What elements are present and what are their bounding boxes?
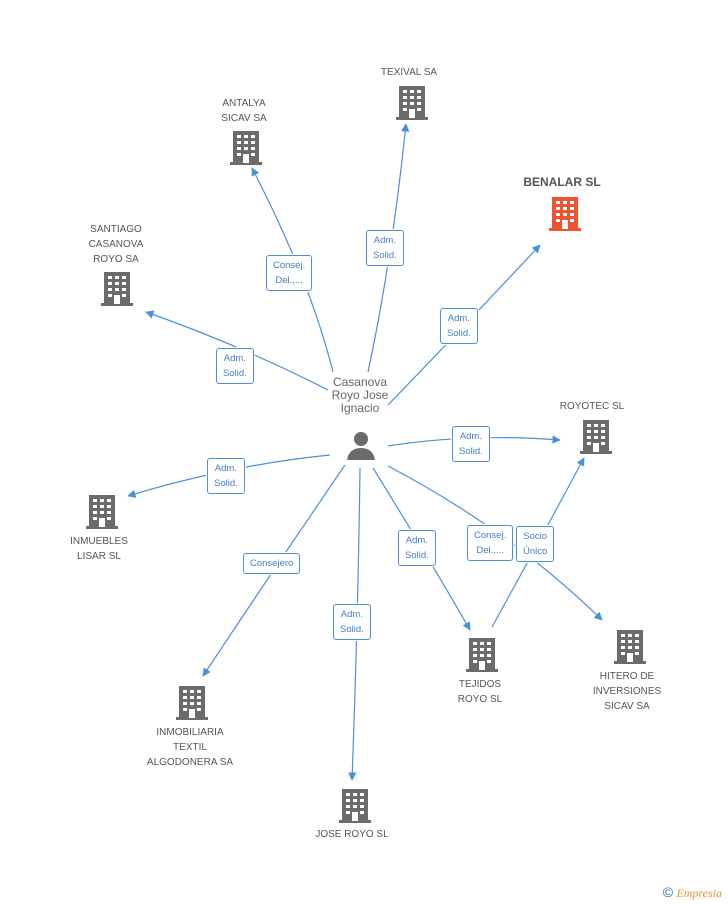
- edge-label-hitero[interactable]: Consej. Del.,...: [467, 525, 514, 561]
- company-label-inmuebles[interactable]: INMUEBLES LISAR SL: [70, 536, 128, 562]
- copyright-icon: ©: [662, 884, 674, 900]
- building-icon[interactable]: [339, 789, 371, 823]
- building-icon[interactable]: [230, 131, 262, 165]
- company-label-hitero[interactable]: HITERO DE INVERSIONES SICAV SA: [592, 671, 662, 712]
- edge-label-texival[interactable]: Adm. Solid.: [366, 230, 404, 266]
- footer-brand[interactable]: © Empresia: [663, 884, 722, 901]
- company-label-jose-royo[interactable]: JOSE ROYO SL: [315, 829, 389, 840]
- edge-label-royotec[interactable]: Adm. Solid.: [452, 426, 490, 462]
- company-label-santiago[interactable]: SANTIAGO CASANOVA ROYO SA: [88, 224, 144, 265]
- building-icon[interactable]: [86, 495, 118, 529]
- company-label-benalar[interactable]: BENALAR SL: [523, 175, 601, 189]
- edge-label-inmuebles[interactable]: Adm. Solid.: [207, 458, 245, 494]
- brand-name[interactable]: Empresia: [676, 886, 722, 900]
- person-name[interactable]: Casanova Royo Jose Ignacio: [331, 375, 389, 415]
- edge-label-antalya[interactable]: Consej. Del.,...: [266, 255, 313, 291]
- building-icon[interactable]: [176, 686, 208, 720]
- building-icon[interactable]: [396, 86, 428, 120]
- building-icon[interactable]: [466, 638, 498, 672]
- building-icon[interactable]: [580, 420, 612, 454]
- company-label-antalya[interactable]: ANTALYA SICAV SA: [221, 98, 267, 124]
- edge-label-tejidos-royotec[interactable]: Socio Único: [516, 526, 555, 562]
- edge-label-inmobiliaria[interactable]: Consejero: [243, 553, 301, 574]
- company-label-texival[interactable]: TEXIVAL SA: [380, 67, 438, 78]
- edge-label-tejidos[interactable]: Adm. Solid.: [398, 530, 436, 566]
- company-label-tejidos[interactable]: TEJIDOS ROYO SL: [457, 679, 503, 705]
- edge-label-jose-royo[interactable]: Adm. Solid.: [333, 604, 371, 640]
- company-label-inmobiliaria[interactable]: INMOBILIARIA TEXTIL ALGODONERA SA: [146, 727, 234, 768]
- building-icon[interactable]: [614, 630, 646, 664]
- edge-label-santiago[interactable]: Adm. Solid.: [216, 348, 254, 384]
- company-label-royotec[interactable]: ROYOTEC SL: [559, 401, 625, 412]
- building-icon-highlighted[interactable]: [549, 197, 581, 231]
- person-icon[interactable]: [345, 430, 377, 462]
- edge-label-benalar[interactable]: Adm. Solid.: [440, 308, 478, 344]
- building-icon[interactable]: [101, 272, 133, 306]
